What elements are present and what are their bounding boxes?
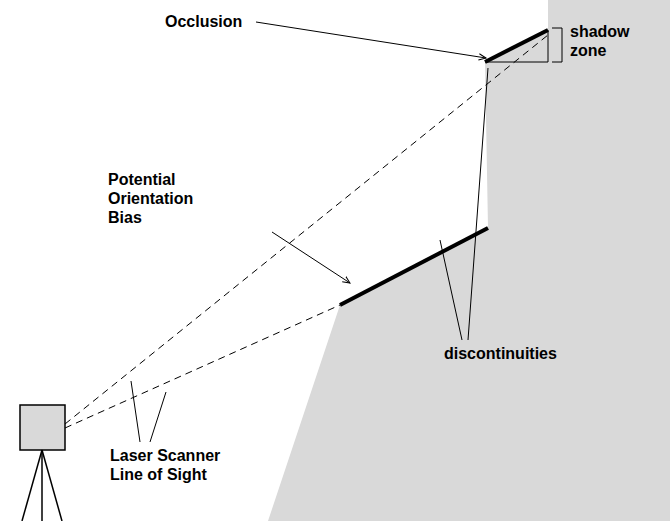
rock-mass xyxy=(268,0,670,521)
discontinuity xyxy=(340,228,488,305)
label-text: discontinuities xyxy=(444,344,557,363)
tripod-leg xyxy=(22,450,42,521)
leader-line xyxy=(468,68,488,340)
shadow-zone-bracket xyxy=(552,28,562,62)
scanner-body xyxy=(20,405,65,450)
shadow-zone-outline xyxy=(485,30,548,62)
tripod-leg xyxy=(42,450,62,521)
leader-line xyxy=(150,392,166,442)
line-of-sight xyxy=(65,35,548,424)
leader-arrow xyxy=(256,22,486,58)
label-text: shadow zone xyxy=(570,22,636,60)
discontinuity xyxy=(485,30,548,62)
label-text: Occlusion xyxy=(165,12,242,31)
leader-line xyxy=(440,240,462,340)
leader-arrow xyxy=(272,232,350,283)
label-text: Laser Scanner Line of Sight xyxy=(110,446,238,484)
leader-line xyxy=(131,381,140,442)
label-text: Potential Orientation Bias xyxy=(108,170,213,227)
line-of-sight xyxy=(65,305,340,428)
tripod-leg xyxy=(41,450,43,521)
